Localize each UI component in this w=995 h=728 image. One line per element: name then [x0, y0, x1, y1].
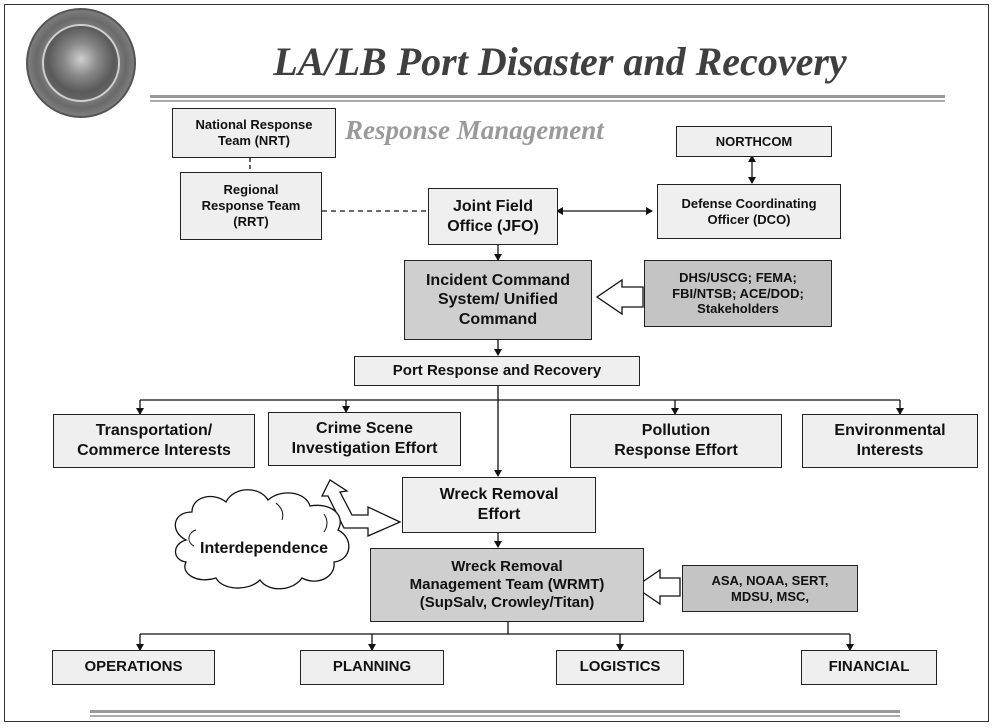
box-planning: PLANNING [300, 650, 444, 685]
slide-subtitle: Response Management [345, 115, 604, 145]
box-wreck-removal-management-team: Wreck Removal Management Team (WRMT) (Su… [370, 548, 644, 622]
title-rule-secondary [150, 100, 945, 102]
box-defense-coordinating-officer: Defense Coordinating Officer (DCO) [657, 184, 841, 239]
box-pollution-response: Pollution Response Effort [570, 414, 782, 468]
navy-salvage-seal-icon [26, 8, 136, 118]
cloud-label-interdependence: Interdependence [200, 540, 329, 557]
footer-rule [90, 710, 900, 713]
box-northcom: NORTHCOM [676, 126, 832, 157]
box-support-organizations: ASA, NOAA, SERT, MDSU, MSC, [682, 565, 858, 612]
box-joint-field-office: Joint Field Office (JFO) [428, 188, 558, 245]
box-incident-command-system: Incident Command System/ Unified Command [404, 260, 592, 340]
slide-title: LA/LB Port Disaster and Recovery [273, 39, 847, 84]
box-national-response-team: National Response Team (NRT) [172, 108, 336, 158]
box-port-response-recovery: Port Response and Recovery [354, 356, 640, 386]
box-operations: OPERATIONS [52, 650, 215, 685]
footer-rule-secondary [90, 715, 900, 717]
box-agencies: DHS/USCG; FEMA; FBI/NTSB; ACE/DOD; Stake… [644, 260, 832, 327]
box-crime-scene-investigation: Crime Scene Investigation Effort [268, 412, 461, 466]
box-regional-response-team: Regional Response Team (RRT) [180, 172, 322, 240]
box-transportation-commerce: Transportation/ Commerce Interests [53, 414, 255, 468]
box-logistics: LOGISTICS [556, 650, 684, 685]
seal-emblem [42, 24, 120, 102]
box-environmental-interests: Environmental Interests [802, 414, 978, 468]
title-rule [150, 95, 945, 98]
box-wreck-removal-effort: Wreck Removal Effort [402, 477, 596, 533]
slide-frame [4, 4, 989, 722]
box-financial: FINANCIAL [801, 650, 937, 685]
